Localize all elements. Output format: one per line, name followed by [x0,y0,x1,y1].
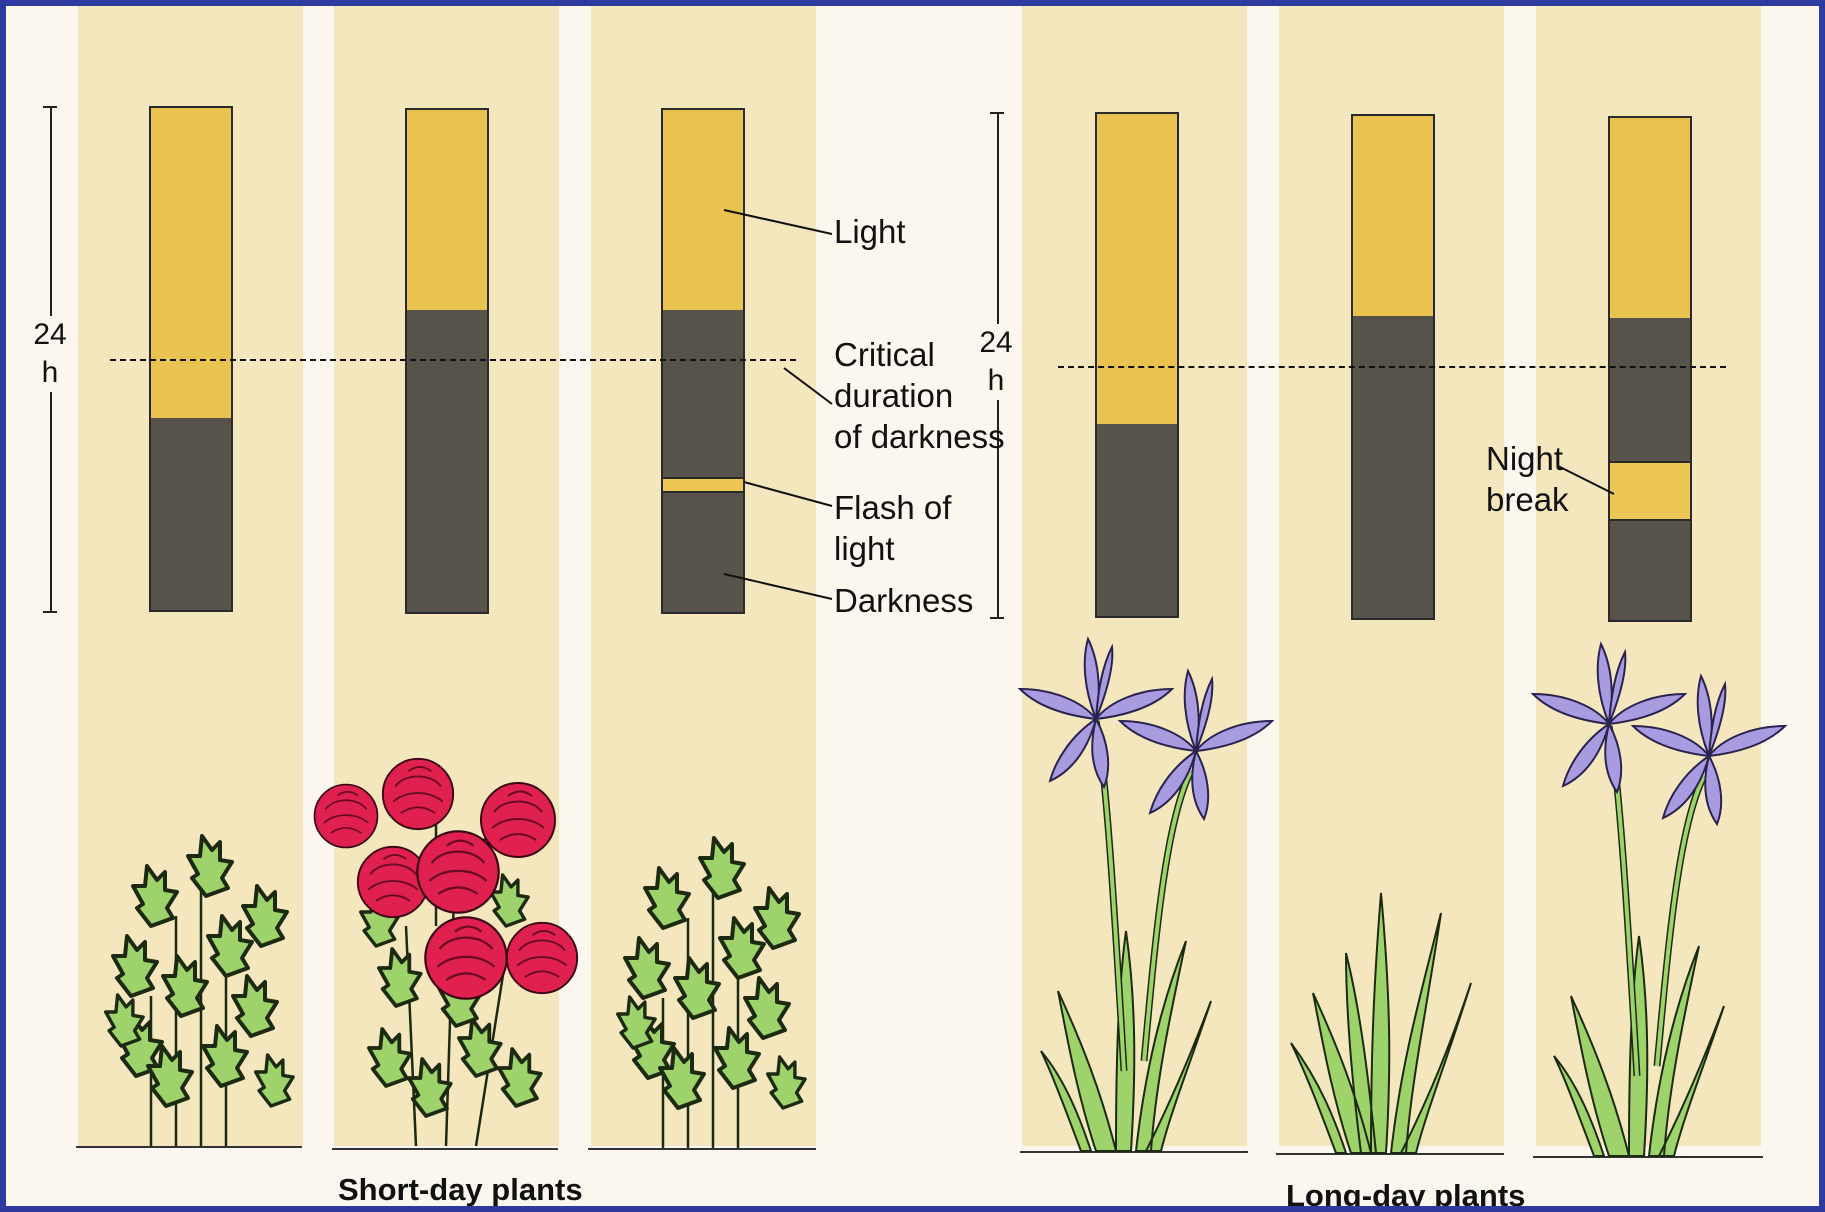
purple-iris-flower [1533,644,1685,792]
long-day-plant-1-flowering [1020,639,1272,1151]
red-flower [315,785,378,848]
long-day-caption: Long-day plants [1286,1178,1525,1212]
long-day-plant-2-vegetative [1291,893,1471,1153]
plant-illustrations [6,6,1819,1206]
short-day-plant-3-vegetative [618,838,805,1148]
short-day-plant-1-vegetative [106,836,293,1146]
red-flower [383,759,453,829]
long-day-plant-3-flowering [1533,644,1785,1156]
purple-iris-flower [1020,639,1172,787]
red-flower [507,923,577,993]
red-flower [481,783,555,857]
red-flower [425,917,506,998]
red-flower [417,831,498,912]
short-day-caption: Short-day plants [338,1172,583,1208]
short-day-plant-2-flowering [315,759,578,1146]
